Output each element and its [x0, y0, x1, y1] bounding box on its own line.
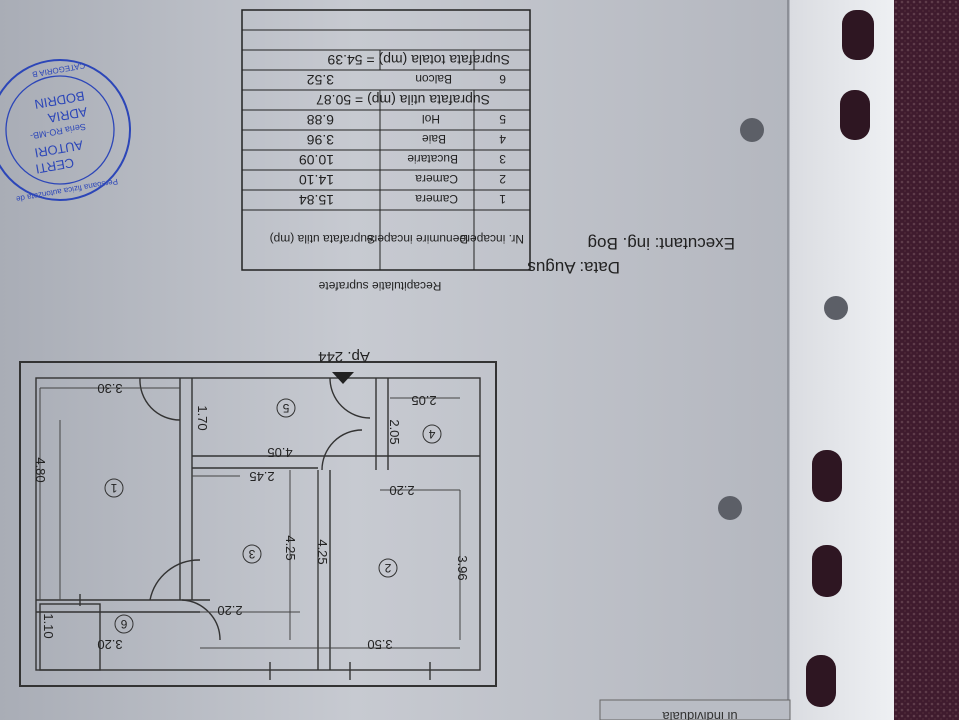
sleeve-strip — [784, 0, 894, 720]
header-fragment: ui individuala — [662, 709, 738, 720]
dimension-labels: 3.30 4.80 3.96 1.10 3.20 3.50 2.20 4.25 … — [33, 381, 470, 652]
dimension-label: 3.96 — [455, 555, 470, 580]
dimension-label: 2.05 — [411, 393, 436, 408]
room-nr: 5 — [499, 112, 506, 126]
date-label: Data: Augus — [527, 258, 620, 277]
stamp-line: CERTI — [34, 155, 75, 177]
dimension-label: 2.05 — [387, 419, 402, 444]
balcony-nr: 6 — [499, 72, 506, 86]
room-marker-5: 5 — [282, 401, 289, 415]
dimension-lines — [39, 387, 461, 649]
table-header-nr: Nr. incapere — [459, 232, 524, 246]
room-nr: 4 — [499, 132, 506, 146]
room-marker-4: 4 — [428, 427, 435, 441]
balcony-area: 3.52 — [307, 72, 334, 88]
recap-table: Recapitulatie suprafete Nr. incapere Den… — [241, 9, 531, 293]
stamp-line: ADRIA — [46, 104, 88, 126]
entrance-arrow-icon — [332, 372, 354, 384]
room-marker-2: 2 — [384, 561, 391, 575]
useful-total: Suprafata utila (mp) = 50.87 — [316, 92, 490, 108]
room-nr: 1 — [499, 192, 506, 206]
dimension-label: 4.05 — [267, 445, 292, 460]
room-name: Baie — [422, 132, 446, 146]
dimension-label: 3.20 — [97, 637, 122, 652]
dimension-label: 2.20 — [389, 483, 414, 498]
grand-total: Suprafata totala (mp) = 54.39 — [327, 52, 510, 68]
room-area: 3.96 — [307, 132, 334, 148]
room-marker-3: 3 — [248, 547, 255, 561]
room-nr: 3 — [499, 152, 506, 166]
dimension-label: 4.25 — [283, 535, 298, 560]
room-area: 15.84 — [299, 192, 334, 208]
room-marker-1: 1 — [110, 481, 117, 495]
dimension-label: 2.45 — [249, 469, 274, 484]
room-marker-6: 6 — [120, 617, 127, 631]
balcony-name: Balcon — [415, 72, 452, 86]
table-title: Recapitulatie suprafete — [318, 279, 441, 293]
dimension-label: 3.30 — [97, 381, 122, 396]
table-header-name: Denumire incapere — [366, 232, 468, 246]
punch-holes — [806, 10, 874, 707]
dimension-label: 1.10 — [41, 613, 56, 638]
room-name: Bucatarie — [407, 152, 458, 166]
room-name: Hol — [422, 112, 440, 126]
apartment-label: Ap. 244 — [318, 348, 370, 365]
room-area: 10.09 — [299, 152, 334, 168]
room-area: 14.10 — [299, 172, 334, 188]
dimension-label: 1.70 — [195, 405, 210, 430]
dimension-label: 2.20 — [217, 603, 242, 618]
room-area: 6.88 — [307, 112, 334, 128]
header-strip: ui individuala — [599, 699, 791, 720]
room-markers: 1 2 3 4 5 6 — [104, 398, 442, 634]
room-nr: 2 — [499, 172, 506, 186]
dimension-label: 4.80 — [33, 457, 48, 482]
table-header-area: Suprafata utila (mp) — [270, 232, 375, 246]
room-name: Camera — [415, 172, 458, 186]
room-name: Camera — [415, 192, 458, 206]
executant-label: Executant: ing. Bog — [588, 234, 735, 253]
dimension-label: 3.50 — [367, 637, 392, 652]
dimension-label: 4.25 — [315, 539, 330, 564]
